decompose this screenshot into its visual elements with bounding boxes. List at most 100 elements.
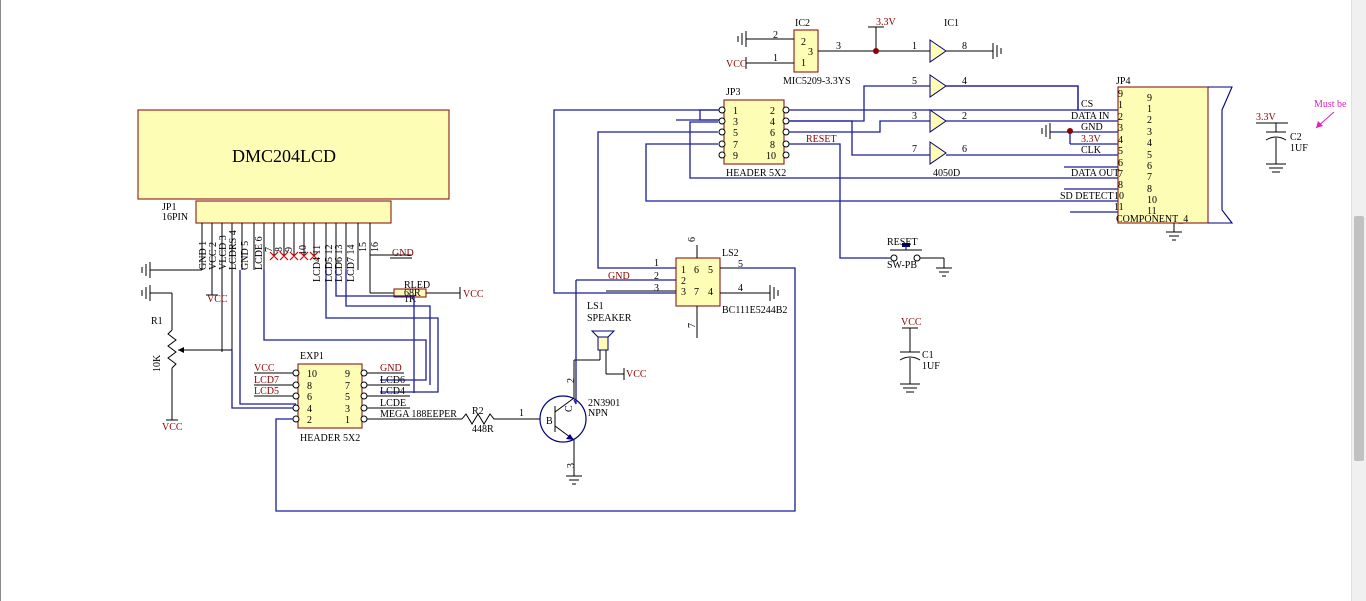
exp1-pin2-wire [275,267,796,512]
svg-text:DATA OUT: DATA OUT [1071,168,1119,179]
svg-text:SW-PB: SW-PB [887,260,917,271]
svg-text:VCC 2: VCC 2 [208,242,219,270]
svg-text:3: 3 [808,47,813,58]
svg-text:LCDE 6: LCDE 6 [254,236,265,270]
svg-text:COMPONENT_4: COMPONENT_4 [1116,214,1188,225]
svg-text:5: 5 [733,128,738,139]
svg-text:3: 3 [912,111,917,122]
svg-text:R2: R2 [472,406,484,417]
svg-text:LCD6 13: LCD6 13 [334,245,345,283]
svg-text:7: 7 [687,323,698,328]
svg-text:GND 5: GND 5 [240,241,251,270]
svg-text:3: 3 [345,404,350,415]
svg-text:GND: GND [1081,122,1103,133]
svg-text:15: 15 [358,242,369,252]
svg-text:1: 1 [681,265,686,276]
exp1-header: EXP1 HEADER 5X2 10 8 6 4 2 9 7 5 3 1 VCC… [254,351,462,444]
svg-text:LCD4: LCD4 [380,386,405,397]
svg-text:VLCD 3: VLCD 3 [218,235,229,270]
svg-text:GND 1: GND 1 [198,241,209,270]
svg-text:HEADER 5X2: HEADER 5X2 [300,433,360,444]
svg-text:8: 8 [274,247,285,252]
svg-text:1: 1 [1118,100,1123,111]
annotation-note: Must be [1314,99,1347,129]
svg-text:6: 6 [687,237,698,242]
svg-text:6: 6 [1147,161,1152,172]
svg-text:LCDE: LCDE [380,398,406,409]
lcd-pins: GND 1 VCC 2 VLCD 3 LCDRS 4 GND 5 LCDE 6 … [198,223,381,396]
capacitor-c1: VCC C1 1UF [899,317,940,393]
vertical-scrollbar[interactable] [1351,0,1366,601]
left-border [0,0,1,601]
svg-text:8: 8 [307,381,312,392]
svg-text:7: 7 [694,287,699,298]
svg-text:7: 7 [912,144,917,155]
svg-text:4: 4 [962,76,967,87]
svg-text:2: 2 [307,415,312,426]
lcd-title: DMC204LCD [232,146,336,166]
svg-text:6: 6 [1118,158,1123,169]
svg-text:10: 10 [766,151,776,162]
svg-text:Must be: Must be [1314,99,1347,110]
svg-text:2: 2 [773,30,778,41]
svg-text:10: 10 [307,369,317,380]
svg-text:1UF: 1UF [1290,143,1308,154]
svg-text:4: 4 [1147,138,1152,149]
svg-text:3: 3 [681,287,686,298]
svg-text:2: 2 [962,111,967,122]
svg-text:MEGA 188EEPER: MEGA 188EEPER [380,409,457,420]
svg-text:7: 7 [733,140,738,151]
svg-text:2: 2 [654,271,659,282]
svg-text:DATA IN: DATA IN [1071,111,1109,122]
svg-text:6: 6 [770,128,775,139]
svg-text:5: 5 [345,392,350,403]
svg-text:10K: 10K [152,354,163,372]
svg-text:2: 2 [801,37,806,48]
svg-text:LCD5: LCD5 [254,386,279,397]
svg-text:GND: GND [392,248,414,259]
reset-switch: RESET SW-PB [887,237,952,277]
svg-text:6: 6 [307,392,312,403]
svg-text:C2: C2 [1290,132,1302,143]
svg-text:4: 4 [1118,135,1123,146]
svg-text:JP4: JP4 [1116,76,1130,87]
gnd-symbols-left [141,262,202,301]
svg-text:2: 2 [566,378,577,383]
svg-text:5: 5 [708,265,713,276]
svg-text:9: 9 [1147,93,1152,104]
svg-text:3: 3 [566,463,577,468]
ic1-buffers: IC1 4050D 1 8 5 4 3 2 7 6 [912,18,1002,179]
svg-text:C1: C1 [922,350,934,361]
svg-text:SPEAKER: SPEAKER [587,313,632,324]
r2-resistor: R2 448R 1 [461,406,540,435]
scrollbar-thumb[interactable] [1354,216,1364,461]
svg-text:NPN: NPN [588,408,608,419]
svg-text:10: 10 [1114,191,1124,202]
svg-text:C: C [564,405,575,412]
svg-text:MIC5209-3.3YS: MIC5209-3.3YS [783,76,851,87]
svg-text:BC111E5244B2: BC111E5244B2 [722,305,787,316]
svg-text:CLK: CLK [1081,145,1102,156]
svg-text:7: 7 [1118,169,1123,180]
jp3-header: JP3 HEADER 5X2 1 3 5 7 9 2 4 6 8 10 RESE… [718,87,837,179]
svg-text:VCC: VCC [254,363,275,374]
svg-text:LS1: LS1 [587,301,604,312]
svg-text:1: 1 [733,106,738,117]
svg-text:1: 1 [345,415,350,426]
svg-text:IC1: IC1 [944,18,959,29]
svg-text:9: 9 [284,247,295,252]
svg-text:10: 10 [1147,195,1157,206]
svg-text:9: 9 [1118,89,1123,100]
svg-text:448R: 448R [472,424,494,435]
relay-ls2: LS2 BC111E5244B2 GND 1 2 3 4 5 6 7 1 2 3… [606,237,787,338]
svg-text:4: 4 [738,283,743,294]
svg-text:VCC: VCC [207,294,228,305]
svg-text:LCD7 14: LCD7 14 [346,245,357,283]
svg-text:LCD5 12: LCD5 12 [324,245,335,283]
svg-text:5: 5 [738,259,743,270]
svg-text:LCD7: LCD7 [254,375,279,386]
svg-text:VCC: VCC [162,422,183,433]
capacitor-c2: 3.3V C2 1UF [1256,112,1308,173]
svg-text:1: 1 [912,41,917,52]
